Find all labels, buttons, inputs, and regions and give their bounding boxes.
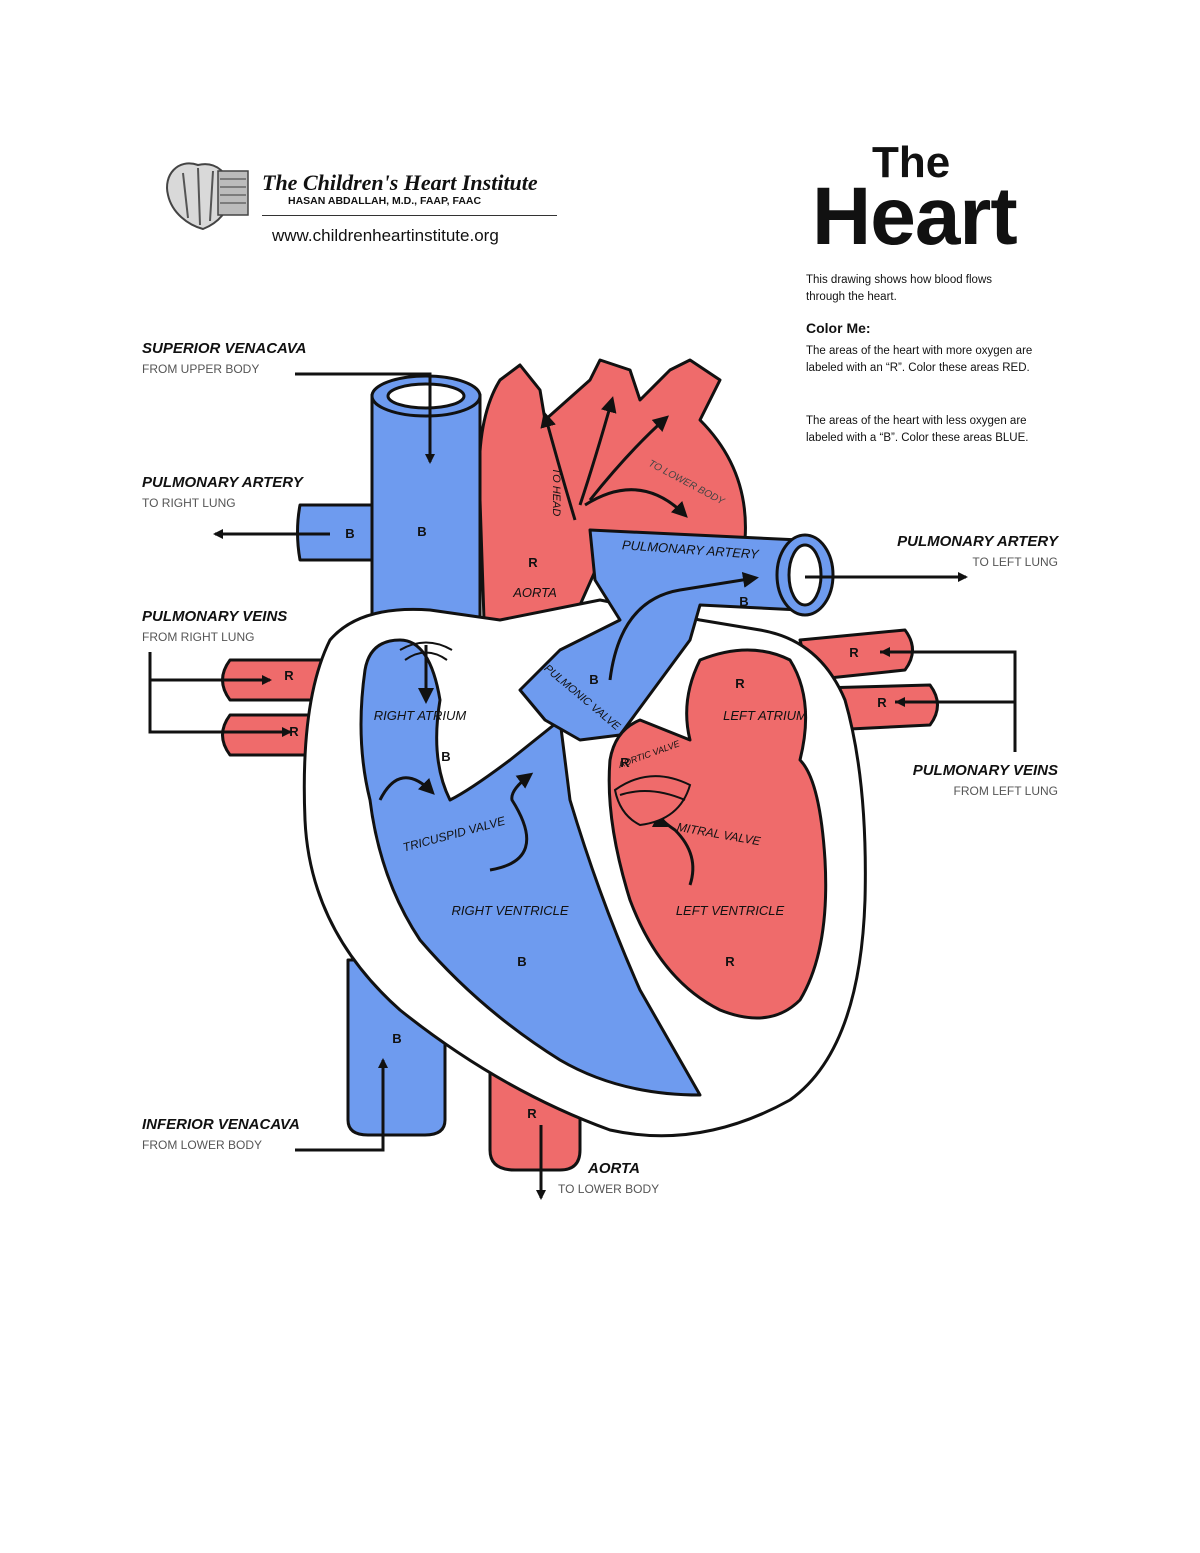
label-pulmonary-artery-right-sub: TO RIGHT LUNG [142, 496, 236, 510]
inner-label-left-atrium: LEFT ATRIUM [723, 708, 807, 723]
left-heart-chamber [607, 648, 828, 1020]
label-pulmonary-artery-left: PULMONARY ARTERY [897, 533, 1058, 550]
inner-label-left-ventricle: LEFT VENTRICLE [676, 903, 785, 918]
marker-b-ivc: B [392, 1031, 401, 1046]
red-instructions: The areas of the heart with more oxygen … [806, 345, 1033, 374]
inner-label-right-atrium: RIGHT ATRIUM [374, 708, 467, 723]
color-me-heading: Color Me: [806, 320, 871, 336]
label-aorta-bottom: AORTA [588, 1160, 640, 1177]
marker-r-descending-aorta: R [527, 1106, 537, 1121]
arrow-pulmonic [608, 571, 759, 681]
marker-r-aortic-valve: R [620, 755, 630, 770]
arrow-aorta-head-right [588, 415, 669, 501]
arrow-ivc [295, 1058, 388, 1152]
label-pulmonary-veins-left: PULMONARY VEINS [912, 762, 1058, 779]
arrow-tricuspid [378, 776, 435, 801]
title-heart: Heart [812, 171, 1018, 262]
label-superior-venacava: SUPERIOR VENACAVA [142, 340, 307, 357]
right-heart-chamber [359, 638, 702, 1097]
marker-b-pulmonic: B [589, 672, 598, 687]
blue-instructions: The areas of the heart with less oxygen … [806, 415, 1029, 444]
arrow-pv-right-lower [148, 680, 292, 737]
inner-label-to-head: TO HEAD [550, 468, 562, 517]
institute-logo [158, 153, 253, 233]
header-divider [262, 215, 557, 216]
label-pulmonary-veins-right: PULMONARY VEINS [142, 608, 288, 625]
aortic-arch [477, 358, 747, 652]
marker-b-pa-left: B [739, 594, 748, 609]
marker-r-pv-left-lower: R [877, 695, 887, 710]
pulmonary-artery-right-branch [296, 503, 374, 562]
label-pulmonary-artery-right: PULMONARY ARTERY [142, 474, 303, 491]
arrow-svc-label [295, 372, 435, 464]
marker-b-right-atrium: B [441, 749, 450, 764]
label-pulmonary-artery-left-sub: TO LEFT LUNG [972, 555, 1058, 569]
arrow-aorta-body [584, 488, 688, 518]
marker-b-right-ventricle: B [517, 954, 526, 969]
inner-label-aorta: AORTA [512, 585, 557, 600]
institute-name: The Children's Heart Institute [262, 170, 538, 195]
marker-r-left-ventricle: R [725, 954, 735, 969]
marker-b-pa-right: B [345, 526, 354, 541]
aortic-valve-flap [613, 775, 692, 827]
marker-r-aorta: R [528, 555, 538, 570]
institute-website: www.childrenheartinstitute.org [272, 226, 499, 245]
label-aorta-bottom-sub: TO LOWER BODY [558, 1182, 660, 1196]
inner-label-right-ventricle: RIGHT VENTRICLE [451, 903, 568, 918]
marker-b-svc: B [417, 524, 426, 539]
marker-r-pv-right-upper: R [284, 668, 294, 683]
label-inferior-venacava: INFERIOR VENACAVA [142, 1116, 300, 1133]
marker-r-pv-left-upper: R [849, 645, 859, 660]
label-superior-venacava-sub: FROM UPPER BODY [142, 362, 260, 376]
marker-r-left-atrium: R [735, 676, 745, 691]
label-pulmonary-veins-right-sub: FROM RIGHT LUNG [142, 630, 255, 644]
label-inferior-venacava-sub: FROM LOWER BODY [142, 1138, 263, 1152]
title-the: The [872, 138, 951, 187]
arrow-aorta-head-mid [578, 396, 617, 506]
institute-doctor: HASAN ABDALLAH, M.D., FAAP, FAAC [288, 195, 482, 207]
arrow-aorta-head-left [540, 411, 577, 521]
label-pulmonary-veins-left-sub: FROM LEFT LUNG [953, 784, 1058, 798]
marker-r-pv-right-lower: R [289, 724, 299, 739]
intro-text: This drawing shows how blood flows throu… [806, 274, 993, 303]
arrow-rv-out [489, 772, 534, 872]
